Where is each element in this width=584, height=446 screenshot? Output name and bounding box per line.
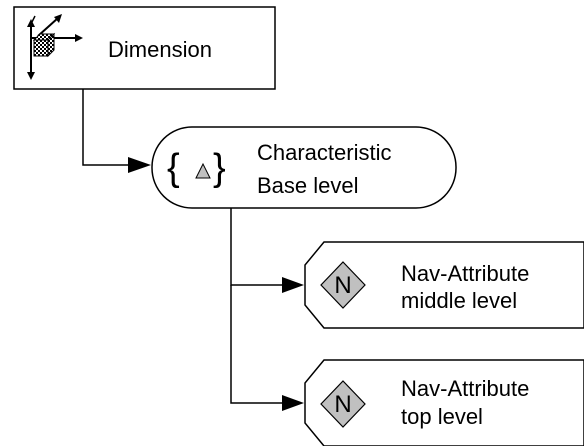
characteristic-box bbox=[151, 126, 457, 209]
connector-characteristic-to-nav-middle bbox=[230, 208, 304, 293]
connector-characteristic-to-nav-top bbox=[230, 285, 304, 411]
nav-top-label-line2: top level bbox=[401, 404, 483, 429]
connector-dimension-to-characteristic bbox=[82, 89, 151, 173]
dimension-label: Dimension bbox=[108, 37, 212, 62]
characteristic-label-line2: Base level bbox=[257, 173, 359, 198]
nav-middle-label-line2: middle level bbox=[401, 288, 517, 313]
svg-text:{: { bbox=[167, 147, 180, 189]
diamond-n-icon: N bbox=[320, 261, 366, 309]
characteristic-label-line1: Characteristic bbox=[257, 140, 391, 165]
characteristic-node[interactable]: { } Characteristic Base level bbox=[151, 126, 457, 209]
diamond-n-icon: N bbox=[320, 380, 366, 428]
dimension-node[interactable]: Dimension bbox=[13, 6, 276, 90]
nav-middle-label-line1: Nav-Attribute bbox=[401, 261, 529, 286]
nav-top-label-line1: Nav-Attribute bbox=[401, 376, 529, 401]
nav-attribute-middle-box bbox=[304, 241, 584, 329]
nav-attribute-middle-node[interactable]: N Nav-Attribute middle level bbox=[304, 241, 584, 329]
triangle-in-braces-icon: { } bbox=[167, 147, 226, 189]
nav-attribute-top-node[interactable]: N Nav-Attribute top level bbox=[304, 359, 584, 446]
nav-middle-glyph: N bbox=[334, 272, 351, 299]
dimension-axes-icon bbox=[27, 14, 83, 80]
nav-attribute-top-box bbox=[304, 359, 584, 446]
nav-top-glyph: N bbox=[334, 391, 351, 418]
svg-text:}: } bbox=[213, 147, 226, 189]
